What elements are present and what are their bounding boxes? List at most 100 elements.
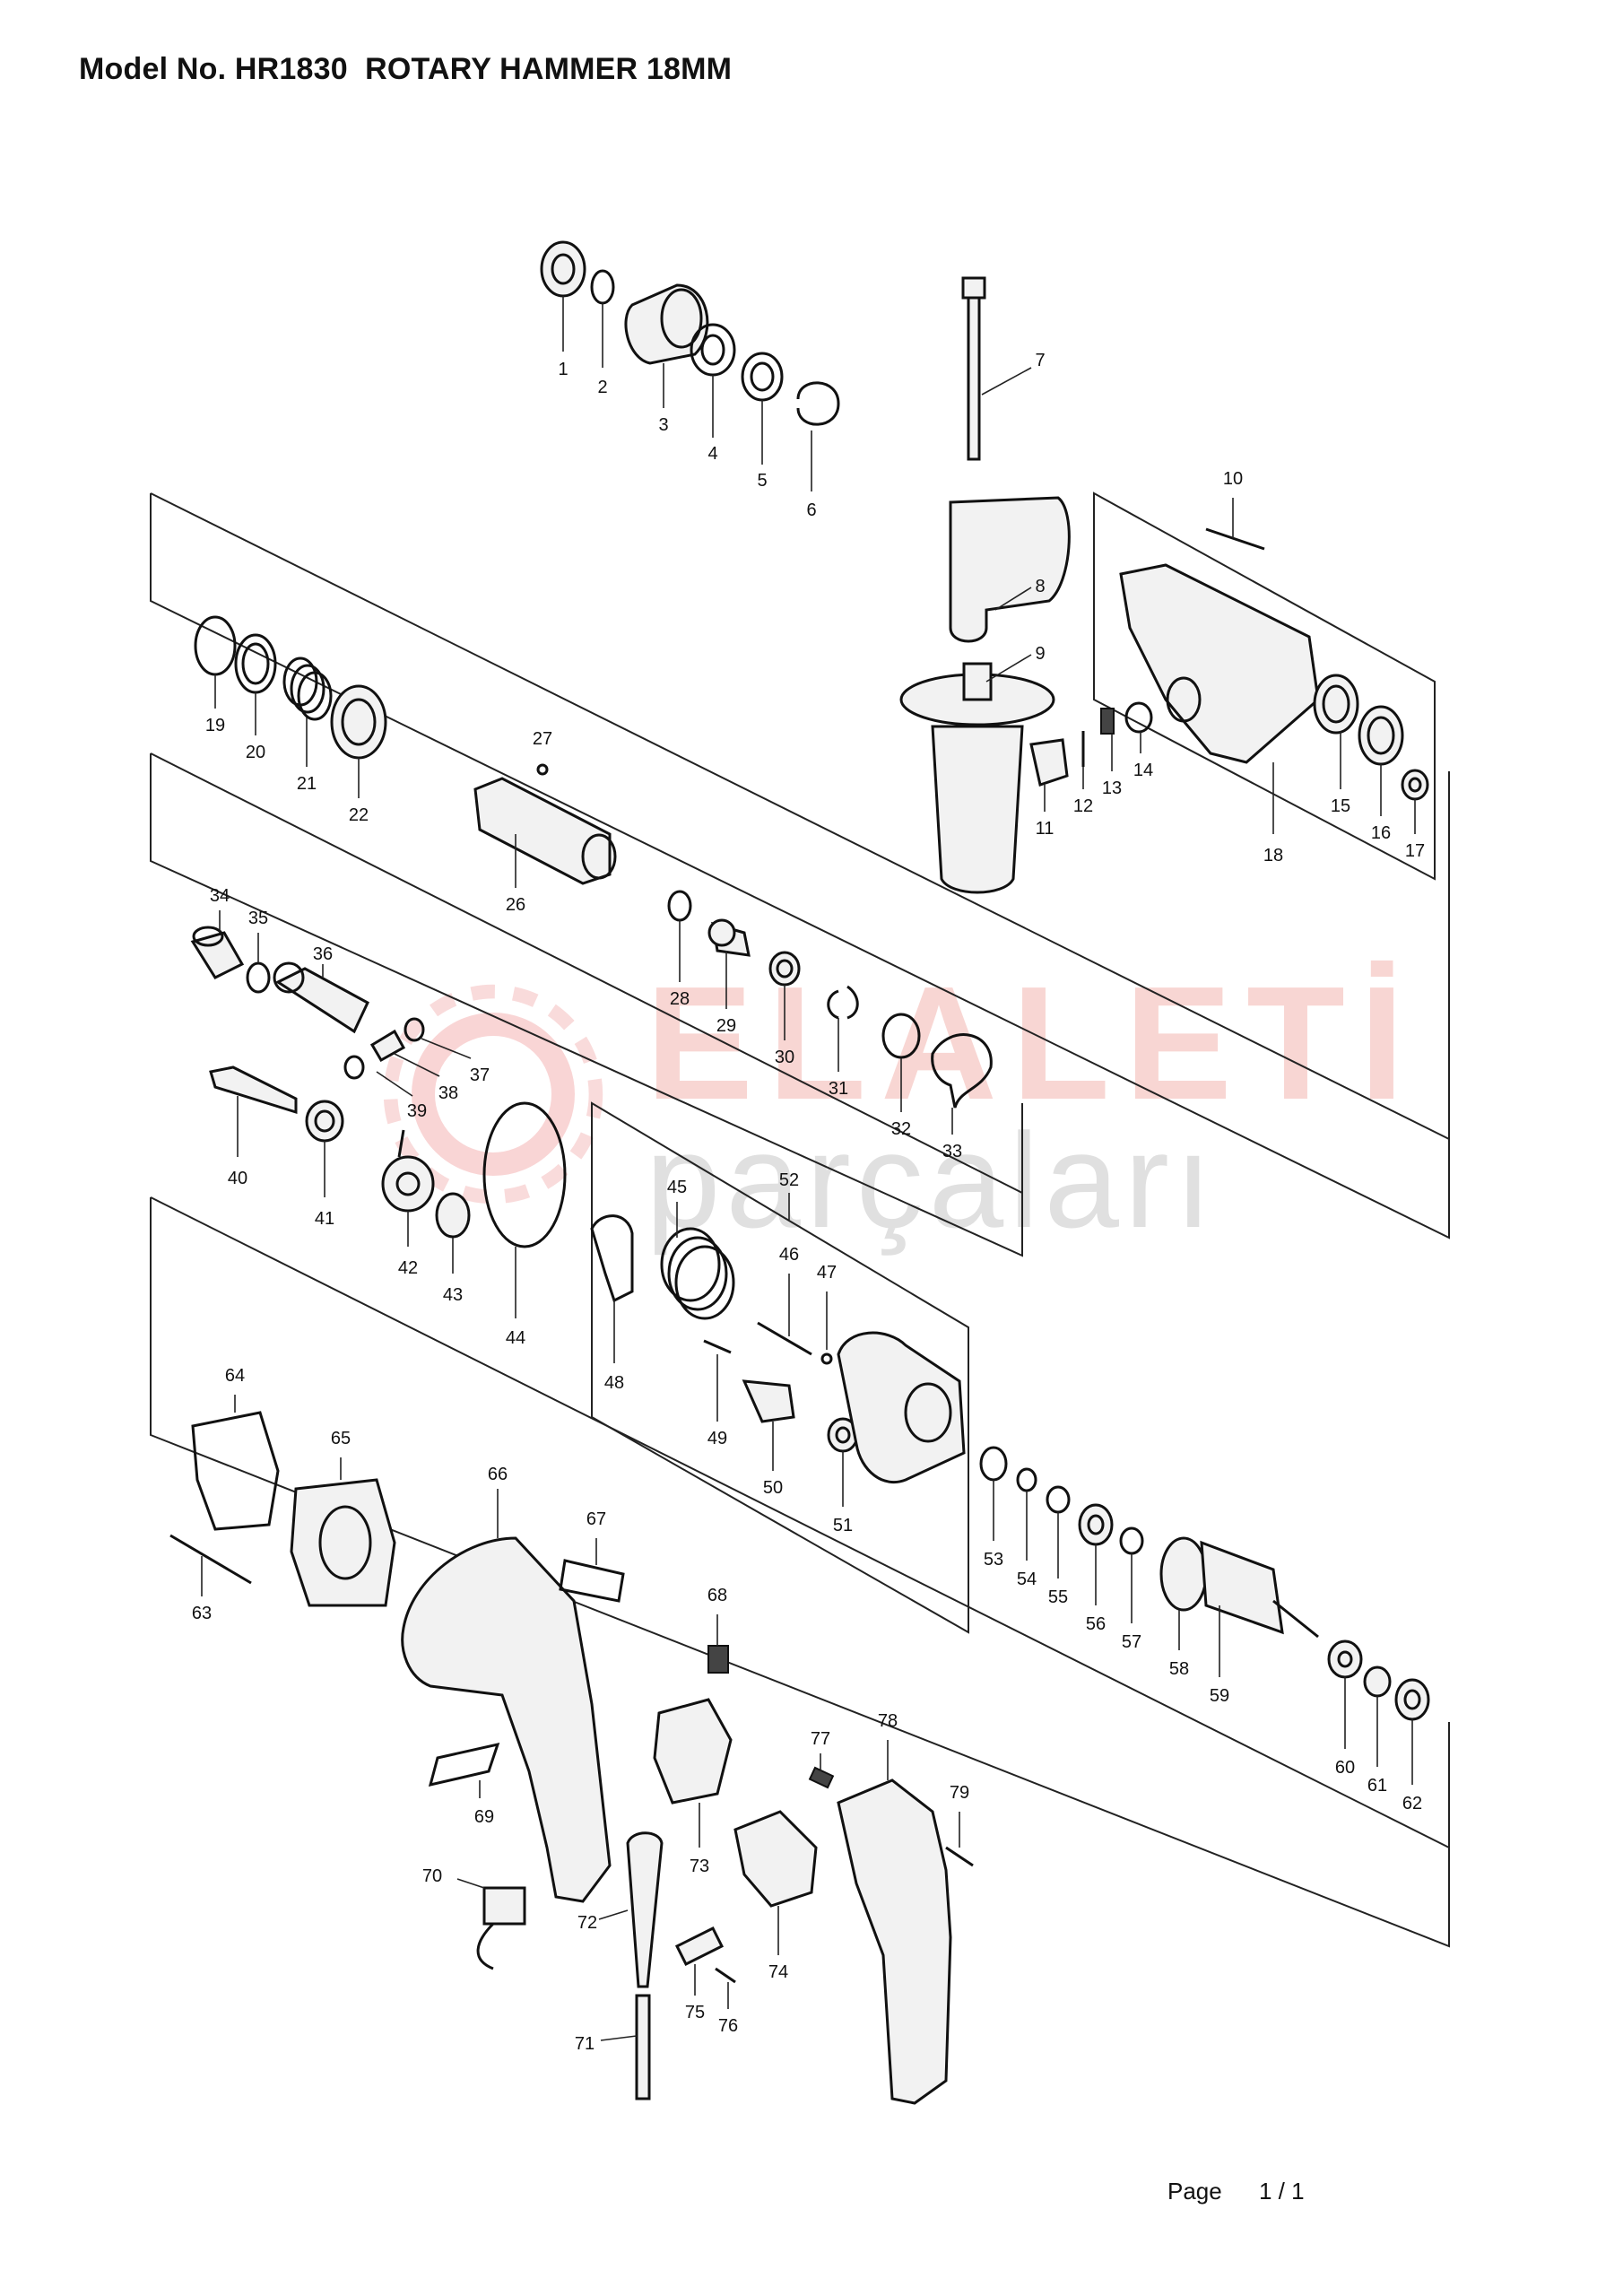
part-8-grip-clamp: 8 <box>949 496 1071 643</box>
part-77-screw: 77 <box>808 1729 835 1789</box>
part-53-o-ring: 53 <box>979 1446 1008 1570</box>
svg-text:64: 64 <box>225 1366 245 1386</box>
part-17-bushing: 17 <box>1401 769 1429 861</box>
part-10-screw: 10 <box>1205 469 1265 551</box>
part-78-handle-cover: 78 <box>837 1711 952 2105</box>
part-13-pin: 13 <box>1100 708 1122 798</box>
part-45-spring: 45 <box>660 1178 735 1320</box>
svg-text:17: 17 <box>1405 841 1425 861</box>
svg-text:22: 22 <box>349 805 369 825</box>
part-30-o-ring: 30 <box>768 951 801 1067</box>
part-9-side-handle: 9 <box>899 644 1055 894</box>
part-36-cylinder: 36 <box>273 944 369 1034</box>
part-11-lever: 11 <box>1029 738 1069 839</box>
frame-clutch-assembly <box>591 1101 969 1634</box>
svg-text:73: 73 <box>690 1857 709 1876</box>
svg-text:41: 41 <box>315 1209 334 1229</box>
frame-group-top <box>150 493 1450 1239</box>
svg-text:5: 5 <box>757 471 767 491</box>
part-68-brush-holder: 68 <box>707 1586 729 1674</box>
svg-text:49: 49 <box>707 1429 727 1448</box>
svg-text:30: 30 <box>775 1048 794 1067</box>
part-70-noise-suppressor: 70 <box>422 1866 526 1970</box>
part-69-label: 69 <box>428 1742 500 1827</box>
part-60-bearing: 60 <box>1327 1639 1363 1778</box>
svg-text:78: 78 <box>878 1711 898 1731</box>
part-35-o-ring: 35 <box>246 909 271 994</box>
svg-text:44: 44 <box>506 1328 525 1348</box>
svg-text:8: 8 <box>1035 577 1045 596</box>
part-47-steel-ball: 47 <box>817 1263 837 1365</box>
svg-text:7: 7 <box>1035 351 1045 370</box>
svg-text:21: 21 <box>297 774 317 794</box>
svg-text:43: 43 <box>443 1285 463 1305</box>
svg-text:11: 11 <box>1036 819 1055 839</box>
part-63-screw: 63 <box>169 1534 252 1623</box>
part-66-motor-housing: 66 <box>401 1465 612 1903</box>
frame-group-bottom <box>150 1197 1450 1948</box>
svg-text:31: 31 <box>829 1079 848 1099</box>
svg-text:27: 27 <box>533 729 552 749</box>
svg-text:13: 13 <box>1102 778 1122 798</box>
svg-text:65: 65 <box>331 1429 351 1448</box>
svg-text:26: 26 <box>506 895 525 915</box>
part-56-bearing: 56 <box>1078 1503 1114 1634</box>
svg-text:45: 45 <box>667 1178 687 1197</box>
part-2-ring: 2 <box>590 269 615 397</box>
part-49-spring: 49 <box>703 1339 732 1448</box>
part-32-washer: 32 <box>881 1013 921 1139</box>
part-4-washer: 4 <box>690 323 736 464</box>
part-55-washer: 55 <box>1046 1485 1071 1607</box>
part-39-ring: 39 <box>343 1055 427 1121</box>
svg-text:75: 75 <box>685 2003 705 2022</box>
part-31-ring-spring: 31 <box>827 985 859 1099</box>
page-label: Page <box>1167 2178 1222 2205</box>
frame-group-mid <box>150 753 1023 1257</box>
part-74-switch: 74 <box>733 1810 818 1982</box>
frame-group-mid-upper <box>150 752 1023 1194</box>
svg-text:76: 76 <box>718 2016 738 2036</box>
svg-text:79: 79 <box>950 1783 969 1803</box>
part-15-bearing: 15 <box>1313 674 1359 816</box>
svg-text:53: 53 <box>984 1550 1003 1570</box>
svg-text:42: 42 <box>398 1258 418 1278</box>
svg-text:60: 60 <box>1335 1758 1355 1778</box>
svg-text:57: 57 <box>1122 1632 1141 1652</box>
part-27-steel-ball: 27 <box>533 729 552 776</box>
part-76-screw: 76 <box>715 1967 738 2036</box>
part-37-o-ring: 37 <box>404 1017 490 1085</box>
part-52-clutch-assembly-label: 52 <box>779 1170 799 1220</box>
svg-text:40: 40 <box>228 1169 247 1188</box>
svg-text:48: 48 <box>604 1373 624 1393</box>
svg-text:3: 3 <box>658 415 668 435</box>
svg-text:71: 71 <box>575 2034 595 2054</box>
svg-text:70: 70 <box>422 1866 442 1886</box>
part-54-washer: 54 <box>1016 1467 1037 1589</box>
part-14-o-ring: 14 <box>1124 701 1153 780</box>
part-46-shaft: 46 <box>757 1245 812 1356</box>
svg-text:68: 68 <box>707 1586 727 1605</box>
part-43-gear: 43 <box>435 1192 471 1305</box>
part-33-change-plate: 33 <box>931 1033 993 1161</box>
svg-text:66: 66 <box>488 1465 508 1484</box>
svg-text:59: 59 <box>1210 1686 1229 1706</box>
part-44-o-ring-large: 44 <box>482 1101 567 1348</box>
svg-text:77: 77 <box>811 1729 830 1749</box>
part-38-pin: 38 <box>369 1029 458 1103</box>
part-40-spur-gear-shaft: 40 <box>209 1065 298 1188</box>
part-64-baffle-plate: 64 <box>191 1366 280 1531</box>
part-20-washer: 20 <box>234 633 277 762</box>
page-title: Model No. HR1830 ROTARY HAMMER 18MM <box>79 52 733 86</box>
svg-text:50: 50 <box>763 1478 783 1498</box>
part-1-chuck-cap: 1 <box>540 240 586 379</box>
svg-text:39: 39 <box>407 1101 427 1121</box>
part-12-spring: 12 <box>1073 731 1093 816</box>
part-7-depth-rod: 7 <box>961 276 1046 461</box>
frame-gear-housing <box>1093 491 1436 881</box>
svg-text:10: 10 <box>1223 469 1243 489</box>
part-67-nameplate: 67 <box>559 1509 625 1603</box>
svg-text:28: 28 <box>670 989 690 1009</box>
part-6-spring: 6 <box>796 381 840 520</box>
svg-text:74: 74 <box>768 1962 788 1982</box>
part-65-field: 65 <box>290 1429 396 1607</box>
